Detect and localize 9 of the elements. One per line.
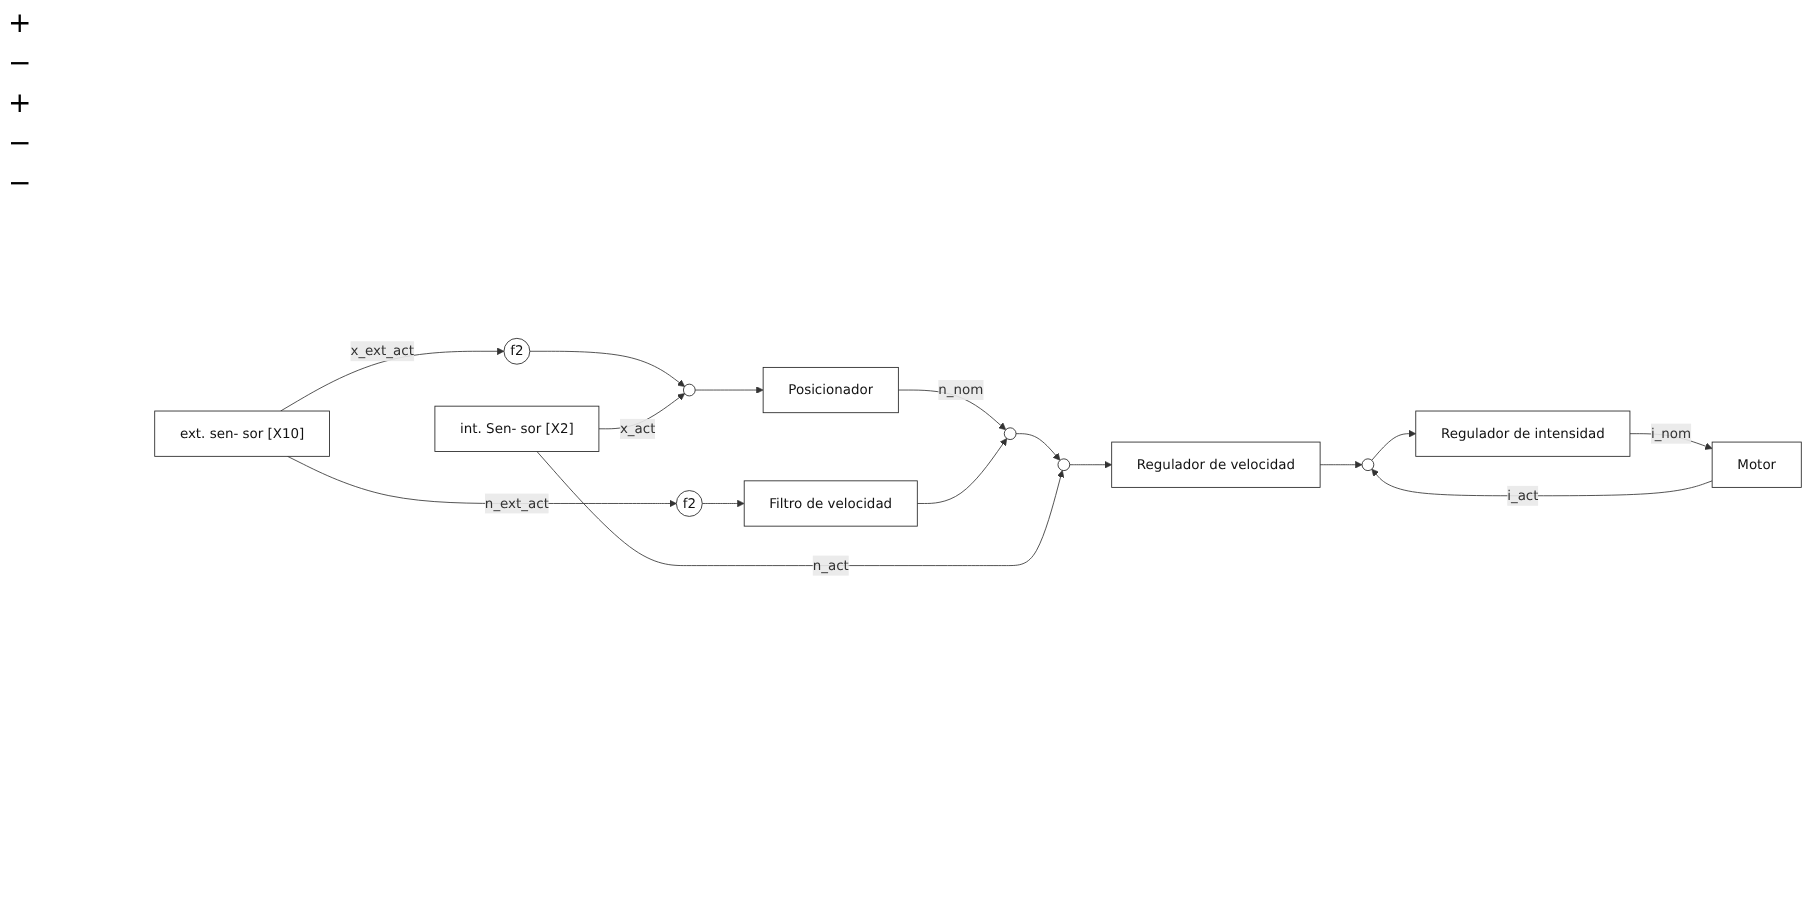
sign-label: −	[8, 168, 34, 200]
node-circle	[1057, 458, 1071, 472]
node-circle	[683, 383, 696, 397]
sign-label: +	[8, 88, 34, 120]
sign-label: −	[8, 48, 34, 80]
node-circle	[1361, 458, 1375, 472]
sign-label: −	[8, 128, 34, 160]
sign-label: +	[8, 8, 34, 40]
node-circle	[1003, 427, 1017, 440]
